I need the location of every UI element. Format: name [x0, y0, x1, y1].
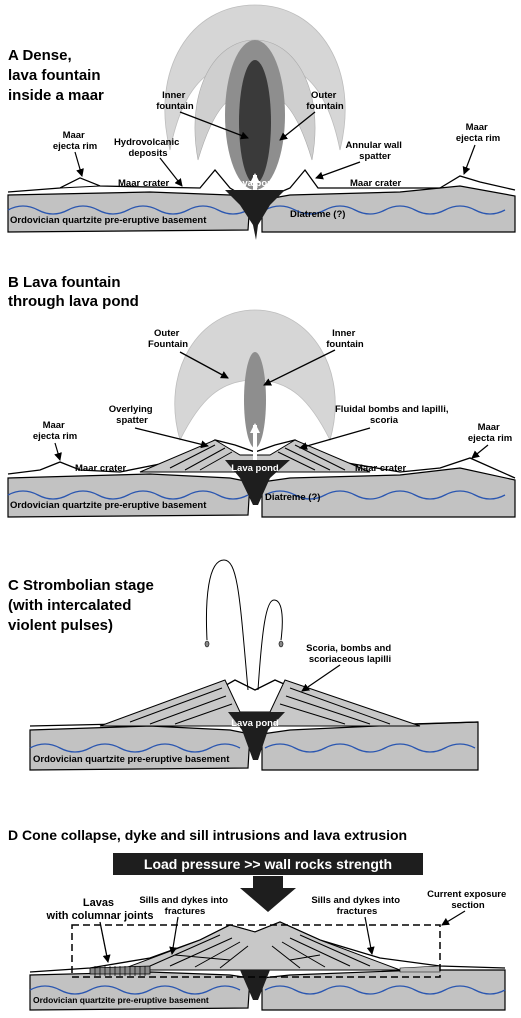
panel-a-basement [7, 185, 516, 233]
panel-d-title: D Cone collapse, dyke and sill intrusion… [8, 827, 407, 843]
panel-d-banner: Load pressure >> wall rocks strength [144, 856, 392, 872]
panel-b-lava-pond-shape [225, 460, 290, 505]
panel-c-label-basement: Ordovician quartzite pre-eruptive baseme… [33, 754, 230, 765]
panel-b-arrow-inner [263, 349, 336, 386]
panel-b-label-maar-crater-left: Maar crater [75, 463, 127, 474]
panel-a-maar-profile [7, 168, 516, 201]
panel-b-arrow-overlying [134, 427, 209, 449]
panel-a-label-maar-rim-left: Maar ejecta rim [53, 130, 97, 152]
panel-b-basement [7, 467, 516, 518]
panel-b-label-maar-crater-right: Maar crater [355, 463, 407, 474]
panel-d-arrow-sills-left [169, 916, 179, 955]
panel-a-arrow-outer [279, 111, 316, 141]
panel-a-arrow-rim-left [74, 151, 84, 177]
panel-c-title: C Strombolian stage (with intercalated v… [8, 577, 158, 634]
panel-c-lava-pond-shape [228, 712, 285, 760]
panel-a-label-diatreme: Diatreme (?) [290, 209, 345, 220]
panel-b-label-inner-fountain: Inner fountain [326, 328, 364, 350]
panel-b: B Lava fountain through lava pond Outer … [7, 274, 516, 518]
panel-c-bomb-trajectories [204, 559, 284, 691]
panel-d-arrow-exposure [441, 910, 466, 926]
panel-d-load-arrow [240, 876, 296, 912]
panel-a-label-maar-crater-right: Maar crater [350, 178, 402, 189]
panel-a-lava-pond-shape [225, 190, 285, 240]
panel-d-label-exposure: Current exposure section [427, 889, 509, 911]
panel-d-label-sills-left: Sills and dykes into fractures [139, 895, 230, 917]
panel-a-arrow-inner [179, 111, 249, 140]
panel-b-label-maar-rim-left: Maar ejecta rim [33, 420, 77, 442]
panel-b-label-diatreme: Diatreme (?) [265, 492, 320, 503]
panel-a-arrow-rim-right [462, 144, 476, 175]
panel-a-label-inner-fountain: Inner fountain [156, 90, 194, 112]
panel-d-banner-box [113, 853, 423, 875]
panel-a-label-hydrovolcanic: Hydrovolcanic deposits [114, 137, 182, 159]
panel-a-label-maar-crater-left: Maar crater [118, 178, 170, 189]
panel-b-arrow-rim-left [54, 442, 62, 461]
panel-b-label-basement: Ordovician quartzite pre-eruptive baseme… [10, 500, 207, 511]
panel-a-arrow-hydro [159, 157, 183, 187]
panel-d-arrow-sills-right [364, 916, 375, 955]
panel-b-label-lava-pond: Lava pond [231, 463, 279, 474]
panel-d-label-sills-right: Sills and dykes into fractures [311, 895, 402, 917]
panel-a-label-lava-pond: Lava pond [231, 178, 279, 189]
panel-a: A Dense, lava fountain inside a maar Inn… [7, 4, 516, 240]
panel-a-label-outer-fountain: Outer fountain [306, 90, 344, 112]
panel-b-label-maar-rim-right: Maar ejecta rim [468, 422, 512, 444]
panel-b-label-overlying: Overlying spatter [109, 404, 155, 426]
panel-d-label-lavas: Lavas with columnar joints [46, 897, 154, 922]
panel-d-exposure-box [71, 924, 441, 978]
panel-b-arrow-outer [179, 351, 229, 379]
panel-c-arrow-scoria [301, 664, 341, 692]
panel-b-label-fluidal: Fluidal bombs and lapilli, scoria [335, 404, 451, 426]
panel-a-fountain [164, 4, 346, 205]
panel-a-label-maar-rim-right: Maar ejecta rim [456, 122, 500, 144]
panel-b-title: B Lava fountain through lava pond [8, 274, 139, 310]
panel-c-label-scoria: Scoria, bombs and scoriaceous lapilli [306, 643, 394, 665]
panel-a-label-annular: Annular wall spatter [345, 140, 404, 162]
panel-d-arrow-lavas [99, 921, 111, 963]
panel-b-arrow-fluidal [299, 427, 371, 450]
panel-a-title: A Dense, lava fountain inside a maar [8, 47, 105, 104]
panel-d: D Cone collapse, dyke and sill intrusion… [8, 827, 509, 1011]
panel-b-arrow-rim-right [471, 444, 489, 459]
panel-a-label-basement: Ordovician quartzite pre-eruptive baseme… [10, 215, 207, 226]
panel-b-label-outer-fountain: Outer Fountain [148, 328, 188, 350]
panel-b-fountain [174, 309, 336, 460]
panel-c: C Strombolian stage (with intercalated v… [8, 559, 479, 771]
panel-d-label-basement: Ordovician quartzite pre-eruptive baseme… [33, 995, 209, 1005]
panel-c-label-lava-pond: Lava pond [231, 718, 279, 729]
panel-c-basement [29, 721, 479, 771]
panel-a-arrow-annular [315, 161, 361, 180]
